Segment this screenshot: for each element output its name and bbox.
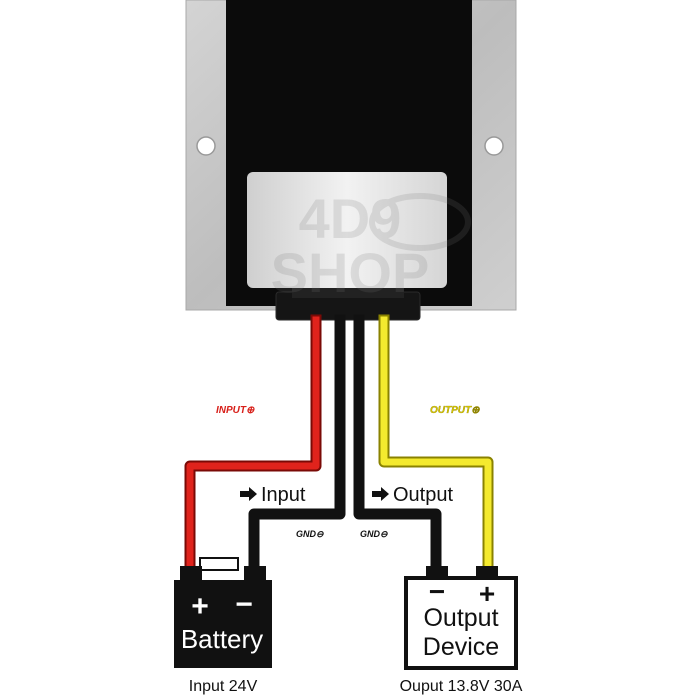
product-label <box>247 172 447 288</box>
input-caption: Input 24V <box>189 678 258 695</box>
watermark-swoosh <box>369 193 471 251</box>
battery-terminal-bar <box>199 557 239 571</box>
output-positive-wire-core <box>380 316 492 578</box>
watermark-logo: 4D9 SHOP <box>271 187 471 304</box>
battery-body <box>174 580 272 668</box>
output-arrow-icon <box>372 487 389 501</box>
input-arrow-icon <box>240 487 257 501</box>
battery-label: Battery <box>181 624 263 654</box>
input-direction: Input <box>240 484 306 506</box>
input-direction-label: Input <box>261 484 306 506</box>
battery-minus-sign: − <box>235 588 253 621</box>
ground-label-right: GND⊖ <box>360 529 388 539</box>
mounting-hole-left <box>196 136 216 156</box>
cable-gland-lip <box>292 288 404 298</box>
device-body <box>404 576 518 670</box>
output-device: − + Output Device <box>404 566 518 670</box>
output-direction-label: Output <box>393 484 453 506</box>
converter-module <box>185 0 517 321</box>
ground-label-left: GND⊖ <box>296 529 324 539</box>
output-direction: Output <box>372 484 453 506</box>
mounting-hole-right <box>484 136 504 156</box>
output-ground-wire <box>353 314 442 580</box>
device-label-line1: Output <box>423 604 498 632</box>
watermark-line1: 4D9 <box>299 187 402 250</box>
battery-terminal-negative <box>244 566 266 580</box>
input-positive-wire-core <box>186 316 320 578</box>
input-positive-label: INPUT⊕ <box>216 405 255 416</box>
device-minus-sign: − <box>429 576 445 607</box>
wires <box>184 314 494 580</box>
battery-terminal-positive <box>180 566 202 580</box>
input-ground-wire <box>248 314 346 580</box>
battery-plus-sign: + <box>191 590 209 623</box>
device-plus-sign: + <box>479 578 495 609</box>
battery: + − Battery <box>174 557 272 668</box>
watermark-line2: SHOP <box>271 241 430 304</box>
output-positive-label: OUTPUT⊕ <box>430 405 480 416</box>
output-caption: Ouput 13.8V 30A <box>400 678 523 695</box>
device-label-line2: Device <box>423 633 499 661</box>
